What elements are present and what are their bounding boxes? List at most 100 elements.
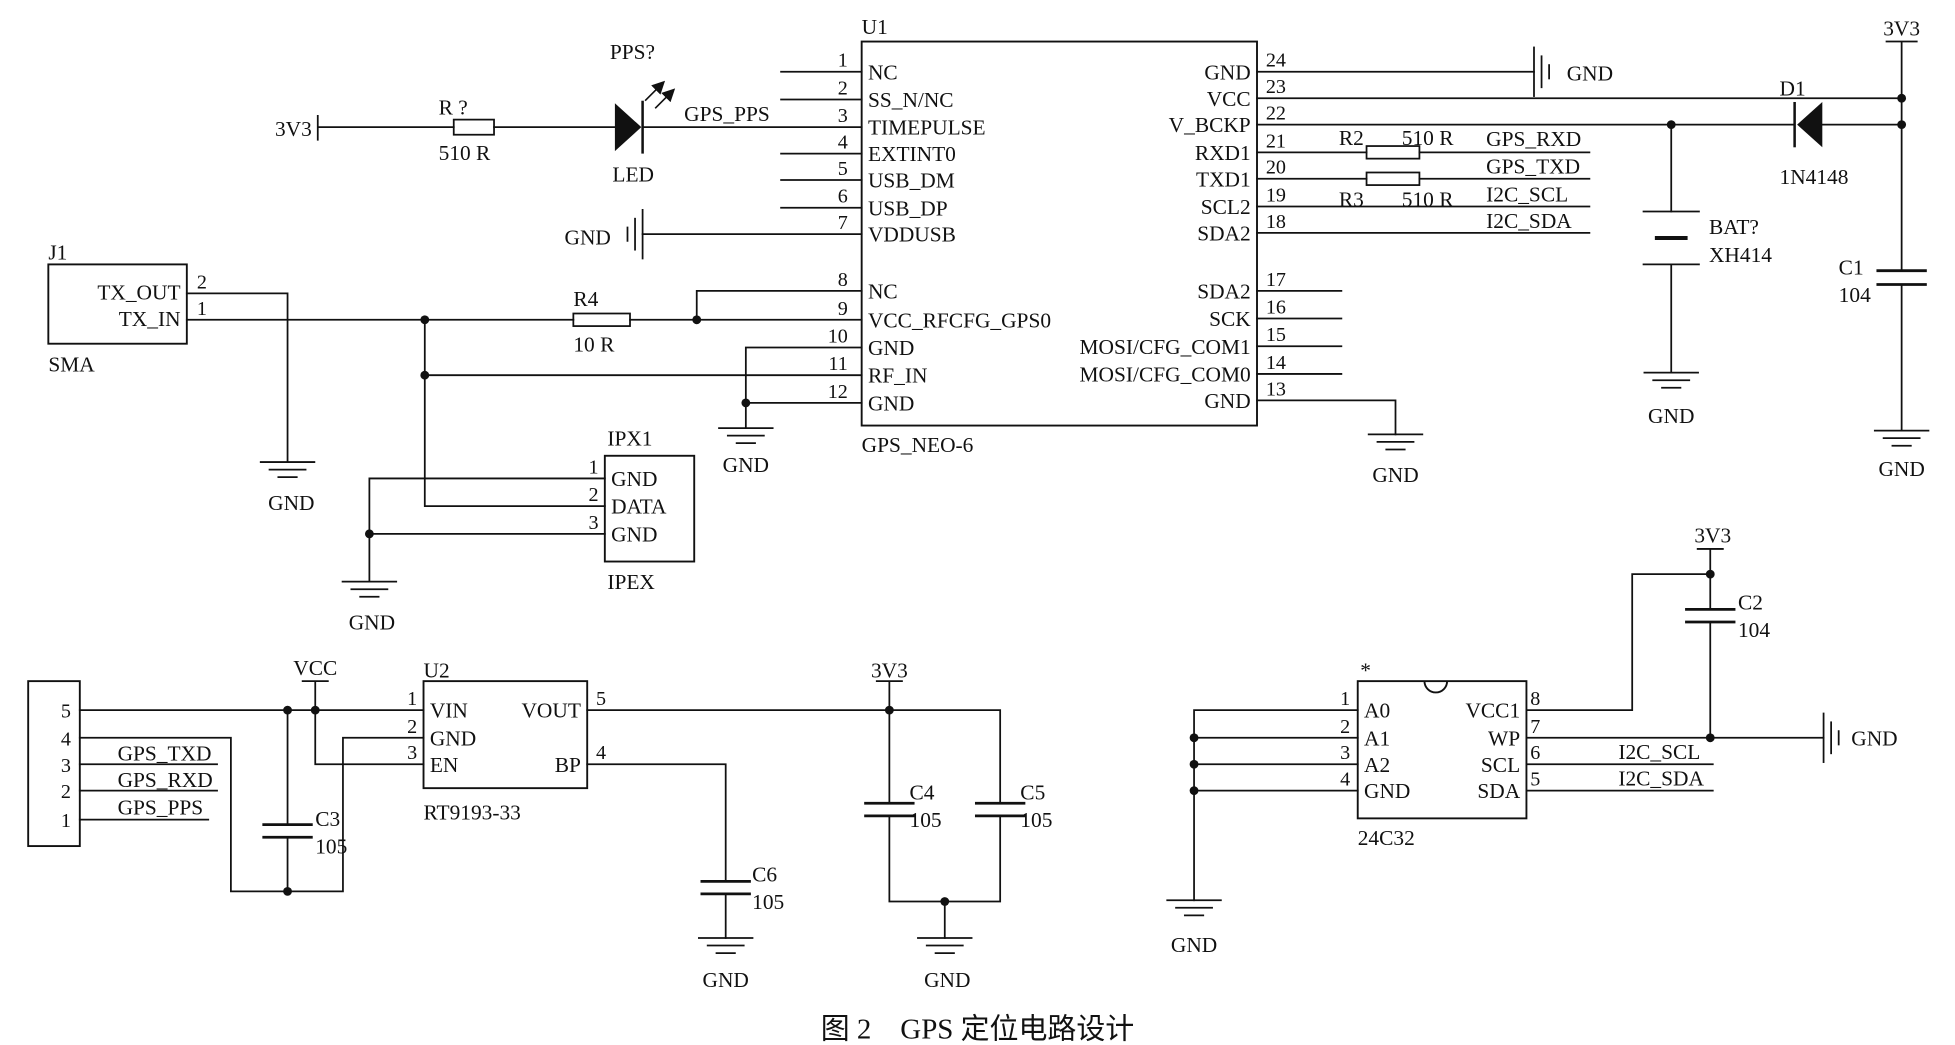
u2-pin-number: 2 (407, 716, 417, 738)
resistor-value: 510 R (1402, 187, 1454, 211)
u2-body (422, 680, 589, 790)
wire-eeprom-i2c (1525, 763, 1714, 792)
wire-j1-tx-in (185, 318, 606, 508)
wire-vcc-en (301, 680, 425, 766)
ipx1-pin-name: GND (611, 522, 657, 546)
eeprom-pin-number: 6 (1530, 742, 1540, 764)
u1-pin-number: 17 (1266, 269, 1286, 291)
u2-pin-name: BP (555, 753, 581, 777)
net-label-i2c-scl: I2C_SCL (1486, 182, 1568, 206)
wire-ipx1-gnd (368, 477, 606, 583)
capacitor-c2 (1685, 607, 1736, 624)
capacitor-ref: C2 (1738, 590, 1763, 614)
ipx1-pin-number: 1 (588, 456, 598, 478)
u1-pin-number: 14 (1266, 352, 1286, 374)
u2-pin-name: EN (430, 753, 459, 777)
eeprom-notch (1423, 681, 1449, 694)
ground-label: GND (1372, 463, 1418, 487)
ground-symbol (916, 937, 974, 954)
u1-pin-name: GND (868, 391, 914, 415)
junction-dot (1705, 733, 1715, 743)
u1-pin-name: MOSI/CFG_COM1 (1080, 335, 1251, 359)
battery-value: XH414 (1709, 243, 1772, 267)
capacitor-value: 105 (1020, 808, 1052, 832)
ground-symbol (258, 461, 317, 479)
battery-ref: BAT? (1709, 215, 1759, 239)
u1-pin-number: 24 (1266, 50, 1286, 72)
eeprom-pin-name: A0 (1364, 699, 1390, 723)
u2-pin-name: GND (430, 726, 476, 750)
junction-dot (420, 370, 430, 380)
header-pin-number: 2 (61, 781, 71, 803)
wires (78, 40, 1918, 939)
led-symbol (614, 80, 676, 154)
u1-pin-name: NC (868, 60, 898, 84)
battery-symbol (1642, 210, 1700, 266)
ground-label: GND (924, 968, 970, 992)
u1-pin-name: GND (1204, 389, 1250, 413)
capacitor-value: 105 (315, 835, 347, 859)
wire-vout (586, 680, 1002, 939)
u1-pin-number: 4 (838, 132, 848, 154)
ground-label: GND (268, 491, 314, 515)
wire-u1-gnd-left (744, 346, 863, 429)
ipx1-body (603, 454, 696, 563)
connector-part: IPEX (607, 570, 655, 594)
resistor-r3 (1365, 171, 1421, 186)
wire-u1-pin8-pin9 (629, 289, 863, 321)
wire-header-signals (78, 763, 218, 821)
resistor-value: 10 R (573, 332, 615, 356)
connector-ref: IPX1 (607, 427, 652, 451)
u2-pin-name: VIN (430, 699, 468, 723)
u1-pin-name: USB_DP (868, 196, 948, 220)
junction-dot (940, 897, 950, 906)
ipx1-pin-name: DATA (611, 495, 667, 519)
net-label-i2c-sda: I2C_SDA (1618, 767, 1704, 791)
junction-dot (310, 705, 320, 715)
eeprom-pin-name: GND (1364, 779, 1410, 803)
wire-u1-left-pins (780, 70, 863, 209)
capacitor-c4 (864, 801, 915, 818)
resistor-r4 (572, 312, 631, 327)
u1-pin-name: SDA2 (1197, 221, 1251, 245)
net-label-i2c-scl: I2C_SCL (1618, 740, 1700, 764)
u1-ref: U1 (862, 15, 888, 39)
net-label-gps-txd: GPS_TXD (118, 741, 212, 765)
wire-eeprom-vcc (1525, 548, 1724, 739)
resistor-ref: R2 (1339, 126, 1364, 150)
eeprom-pin-number: 4 (1340, 769, 1350, 791)
power-label-vcc: VCC (293, 656, 337, 680)
ipx1-pin-name: GND (611, 467, 657, 491)
u1-pin-name: NC (868, 279, 898, 303)
ground-symbol (1165, 899, 1223, 917)
u1-pin-name: EXTINT0 (868, 142, 956, 166)
u1-pin-number: 6 (838, 186, 848, 208)
eeprom-pin-name: A2 (1364, 753, 1390, 777)
ground-label: GND (1648, 404, 1694, 428)
u1-pin-number: 15 (1266, 324, 1286, 346)
eeprom-pin1-marker: * (1360, 658, 1371, 682)
resistor-ref: R3 (1339, 187, 1364, 211)
u1-pin-number: 2 (838, 77, 848, 99)
junction-dot (692, 315, 702, 325)
u1-pin-name: TIMEPULSE (868, 116, 986, 140)
junction-dot (741, 398, 751, 408)
u1-pin-name: SS_N/NC (868, 88, 954, 112)
net-label-gps-pps: GPS_PPS (118, 796, 204, 820)
u1-pin-number: 3 (838, 105, 848, 127)
ground-label: GND (1567, 62, 1613, 86)
ground-symbol (1642, 371, 1700, 389)
u1-pin-name: SDA2 (1197, 279, 1251, 303)
eeprom-pin-number: 8 (1530, 688, 1540, 710)
u1-pin-name: RF_IN (868, 364, 927, 388)
eeprom-pin-name: A1 (1364, 726, 1390, 750)
eeprom-pin-number: 1 (1340, 688, 1350, 710)
net-label-gps-pps: GPS_PPS (684, 102, 770, 126)
u1-pin-name: VCC (1207, 87, 1251, 111)
eeprom-pin-name: SDA (1477, 779, 1520, 803)
wire-u1-scl2-sda2 (1256, 205, 1591, 234)
resistor-ref: R ? (439, 96, 468, 120)
eeprom-pin-number: 5 (1530, 769, 1540, 791)
junction-dot (420, 315, 430, 325)
